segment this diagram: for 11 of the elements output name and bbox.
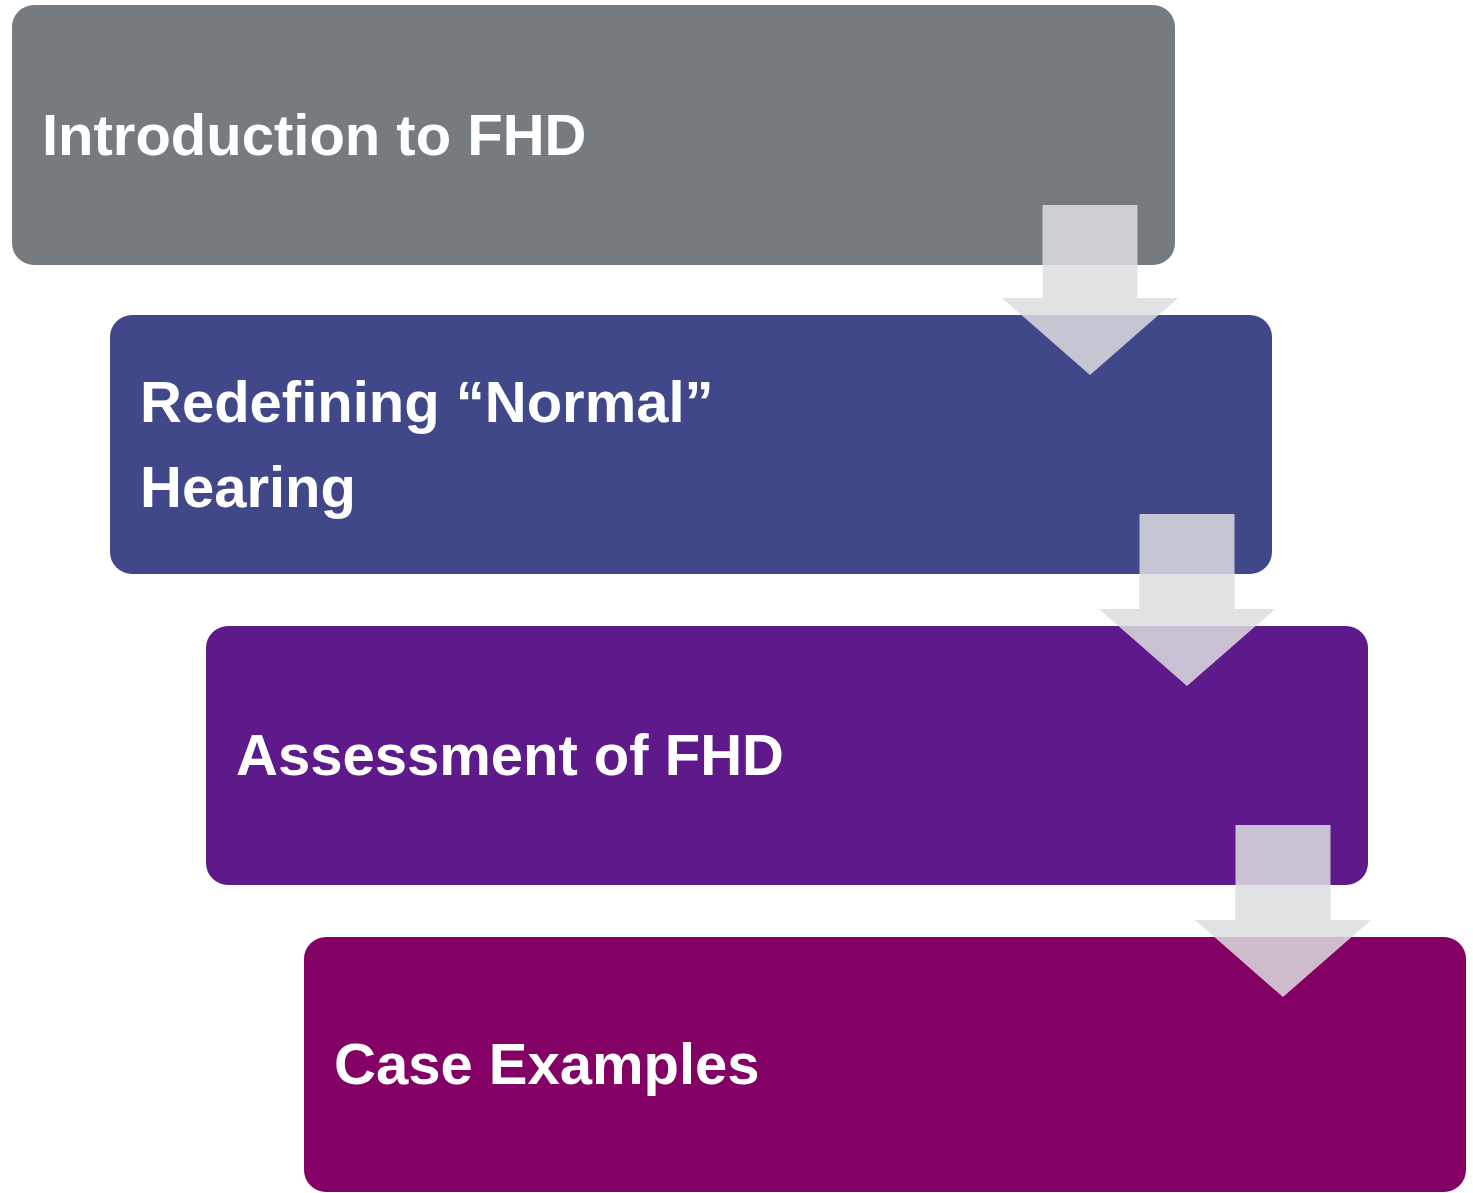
step-box: [304, 937, 1466, 1192]
block-arrow: [1099, 514, 1275, 686]
step-title: Assessment of FHD: [236, 721, 784, 790]
step-box: [12, 5, 1175, 265]
step-box: [110, 315, 1272, 574]
step-title: Redefining “Normal” Hearing: [140, 368, 715, 521]
block-arrow: [1002, 205, 1178, 375]
step-title: Case Examples: [334, 1030, 760, 1099]
block-arrow: [1195, 825, 1371, 997]
step-title: Introduction to FHD: [42, 100, 587, 169]
step-box: [206, 626, 1368, 885]
